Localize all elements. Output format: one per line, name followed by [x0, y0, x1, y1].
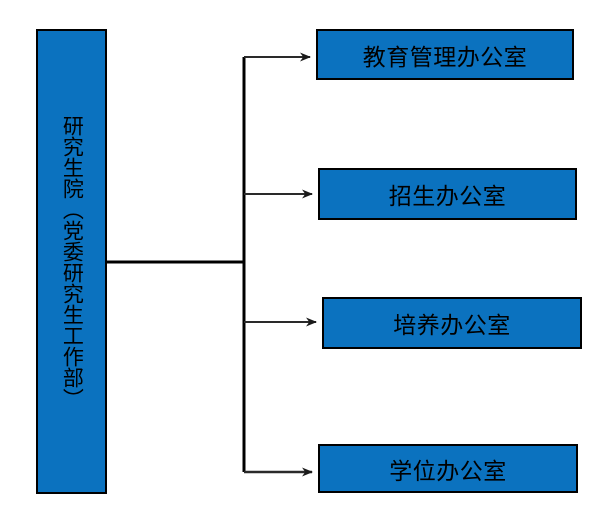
node-training-office[interactable]: 培养办公室	[322, 297, 582, 349]
node-education-management-office[interactable]: 教育管理办公室	[316, 29, 574, 80]
node-graduate-school[interactable]: 研究生院（党委研究生工作部）	[36, 29, 107, 494]
node-training-office-label: 培养办公室	[393, 313, 511, 339]
node-admissions-office-label: 招生办公室	[388, 184, 507, 210]
node-degree-office[interactable]: 学位办公室	[318, 444, 578, 493]
node-graduate-school-label: 研究生院（党委研究生工作部）	[60, 114, 85, 409]
node-degree-office-label: 学位办公室	[389, 458, 507, 485]
node-admissions-office[interactable]: 招生办公室	[318, 168, 577, 220]
node-education-management-office-label: 教育管理办公室	[362, 44, 528, 71]
